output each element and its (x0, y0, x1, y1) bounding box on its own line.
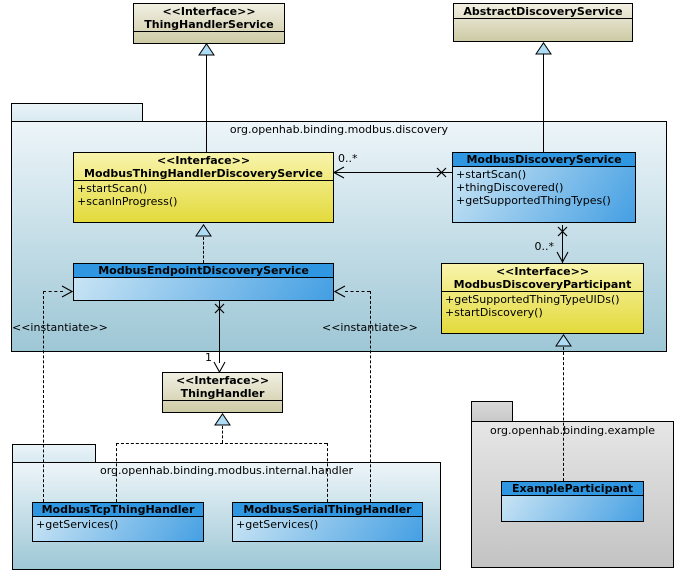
non-navigable-x-icon (436, 167, 447, 178)
instantiate-line-left-vertical (43, 291, 44, 502)
class-name: ModbusDiscoveryService (453, 153, 635, 167)
class-header: <<Interface>> ModbusDiscoveryParticipant (442, 264, 643, 291)
multiplicity-label: 1 (205, 351, 212, 364)
open-arrowhead-left-icon (334, 285, 346, 298)
class-name: ModbusTcpThingHandler (33, 503, 203, 517)
method: +getServices() (236, 518, 319, 531)
class-modbus-discovery-participant: <<Interface>> ModbusDiscoveryParticipant… (441, 263, 644, 334)
non-navigable-x-icon (557, 226, 568, 237)
class-modbus-discovery-service: ModbusDiscoveryService +startScan() +thi… (452, 152, 636, 223)
class-example-participant: ExampleParticipant (501, 481, 644, 522)
method: +thingDiscovered() (456, 181, 564, 194)
class-thing-handler-service: <<Interface>> ThingHandlerService (133, 3, 285, 44)
method: +startScan() (456, 168, 527, 181)
class-modbus-endpoint-discovery-service: ModbusEndpointDiscoveryService (73, 263, 334, 301)
class-modbus-tcp-thing-handler: ModbusTcpThingHandler +getServices() (32, 502, 204, 542)
method: +startDiscovery() (445, 306, 543, 319)
class-header: <<Interface>> ModbusThingHandlerDiscover… (74, 153, 333, 180)
realization-line-handlers-horizontal (116, 443, 327, 444)
class-name: AbstractDiscoveryService (463, 5, 623, 18)
method: +startScan() (77, 182, 148, 195)
non-navigable-x-icon (214, 303, 225, 314)
realization-line-endpoint-service (203, 237, 204, 263)
class-header: <<Interface>> ThingHandler (163, 373, 282, 400)
association-line-discovery-services (333, 172, 452, 173)
generalization-line-thinghandlerservice (206, 55, 207, 152)
method: +getServices() (36, 518, 119, 531)
realization-line-example-participant (563, 347, 564, 481)
methods-compartment: +startScan() +thingDiscovered() +getSupp… (453, 167, 635, 222)
class-stereotype: <<Interface>> (156, 154, 251, 167)
instantiate-line-right-vertical (370, 291, 371, 502)
method: +getSupportedThingTypeUIDs() (445, 293, 620, 306)
realization-line-tcp-branch (116, 443, 117, 502)
multiplicity-label: 0..* (338, 152, 358, 165)
open-arrowhead-left-icon (333, 166, 345, 179)
methods-compartment: +getSupportedThingTypeUIDs() +startDisco… (442, 291, 643, 333)
class-header: <<Interface>> ThingHandlerService (134, 4, 284, 31)
class-modbus-serial-thing-handler: ModbusSerialThingHandler +getServices() (232, 502, 423, 542)
class-name: ModbusDiscoveryParticipant (453, 278, 632, 291)
instantiate-line-left-horizontal (43, 291, 63, 292)
class-name: ModbusEndpointDiscoveryService (74, 264, 333, 278)
empty-compartment (74, 278, 333, 300)
class-header: AbstractDiscoveryService (454, 4, 632, 18)
empty-compartment (454, 18, 632, 41)
class-thing-handler: <<Interface>> ThingHandler (162, 372, 283, 413)
open-arrowhead-down-icon (556, 251, 569, 263)
empty-compartment (502, 496, 643, 521)
methods-compartment: +getServices() (233, 517, 422, 541)
package-example-tab (471, 401, 513, 422)
class-abstract-discovery-service: AbstractDiscoveryService (453, 3, 633, 42)
class-name: ThingHandlerService (144, 18, 274, 31)
class-stereotype: <<Interface>> (162, 5, 256, 18)
open-arrowhead-right-icon (61, 285, 73, 298)
realization-line-handlers-stem (222, 426, 223, 443)
method: +scanInProgress() (77, 195, 178, 208)
class-name: ThingHandler (180, 387, 265, 400)
package-example-name: org.openhab.binding.example (489, 424, 656, 437)
class-name: ExampleParticipant (502, 482, 643, 496)
empty-compartment (134, 31, 284, 43)
methods-compartment: +startScan() +scanInProgress() (74, 180, 333, 222)
package-internal-handler-name: org.openhab.binding.modbus.internal.hand… (99, 464, 353, 477)
multiplicity-label: 0..* (534, 240, 555, 253)
generalization-line-abstractdiscoveryservice (543, 54, 544, 152)
instantiate-label: <<instantiate>> (322, 321, 418, 334)
realization-triangle-icon (214, 413, 231, 426)
methods-compartment: +getServices() (33, 517, 203, 541)
class-modbus-thing-handler-discovery-service: <<Interface>> ModbusThingHandlerDiscover… (73, 152, 334, 223)
association-line-thinghandler (219, 300, 220, 363)
class-name: ModbusSerialThingHandler (233, 503, 422, 517)
class-name: ModbusThingHandlerDiscoveryService (84, 167, 323, 180)
realization-line-serial-branch (327, 443, 328, 502)
instantiate-line-right-horizontal (345, 291, 370, 292)
instantiate-label: <<instantiate>> (12, 321, 108, 334)
package-discovery-tab (11, 103, 143, 122)
class-stereotype: <<Interface>> (495, 265, 590, 278)
package-internal-handler-tab (12, 444, 96, 463)
empty-compartment (163, 400, 282, 412)
realization-triangle-icon (195, 224, 212, 237)
method: +getSupportedThingTypes() (456, 194, 611, 207)
realization-triangle-icon (555, 334, 572, 347)
package-discovery-name: org.openhab.binding.modbus.discovery (229, 123, 449, 136)
association-line-participants (562, 225, 563, 263)
class-stereotype: <<Interface>> (175, 374, 270, 387)
